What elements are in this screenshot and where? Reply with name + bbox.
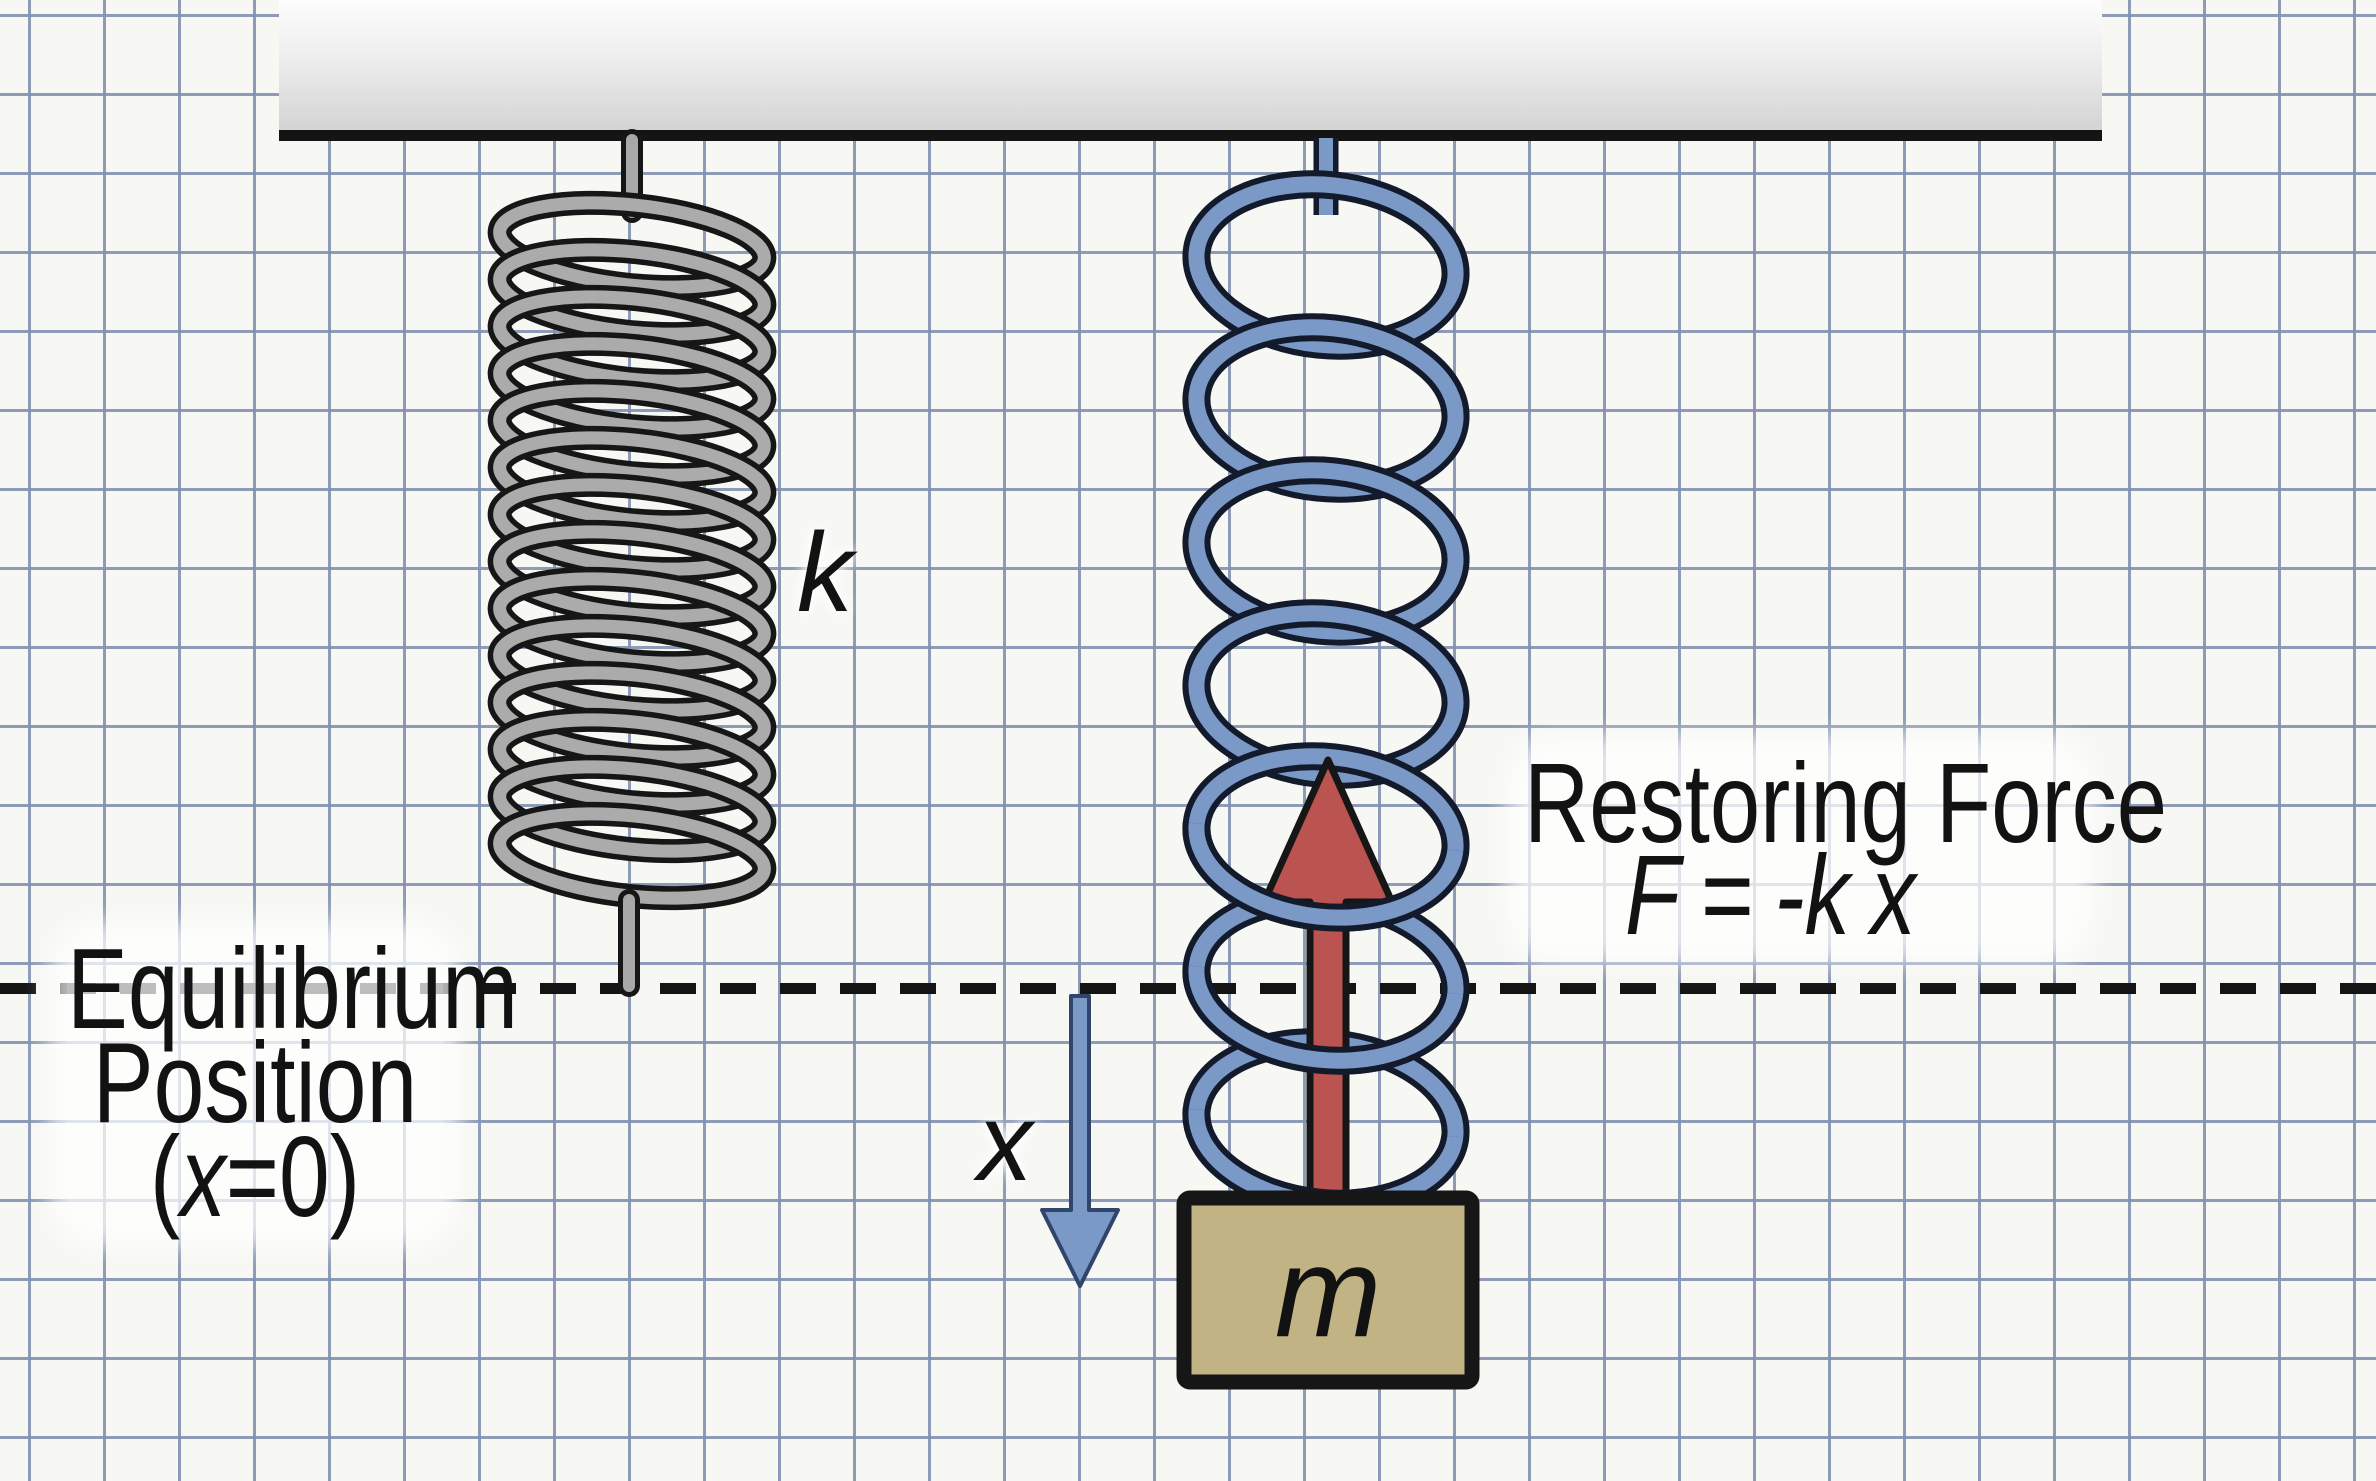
- blue-spring-front-strands: [1182, 821, 1470, 1218]
- spring-constant-label: k: [797, 510, 853, 635]
- equilibrium-position-label: Equilibrium Position (x=0): [67, 926, 519, 1241]
- ceiling-support: [279, 0, 2102, 141]
- restoring-force-title: Restoring Force: [1524, 740, 2168, 866]
- equilibrium-line3: (x=0): [149, 1114, 361, 1241]
- restoring-force-arrow: [1260, 756, 1396, 1209]
- equilibrium-line2: Position: [92, 1020, 418, 1147]
- mass-label: m: [1274, 1221, 1382, 1364]
- mass-box: [1176, 1190, 1480, 1390]
- displacement-label: x: [977, 1081, 1033, 1204]
- gray-spring: [487, 129, 777, 997]
- displacement-arrow: [1040, 994, 1120, 1288]
- equilibrium-line1: Equilibrium: [67, 926, 519, 1053]
